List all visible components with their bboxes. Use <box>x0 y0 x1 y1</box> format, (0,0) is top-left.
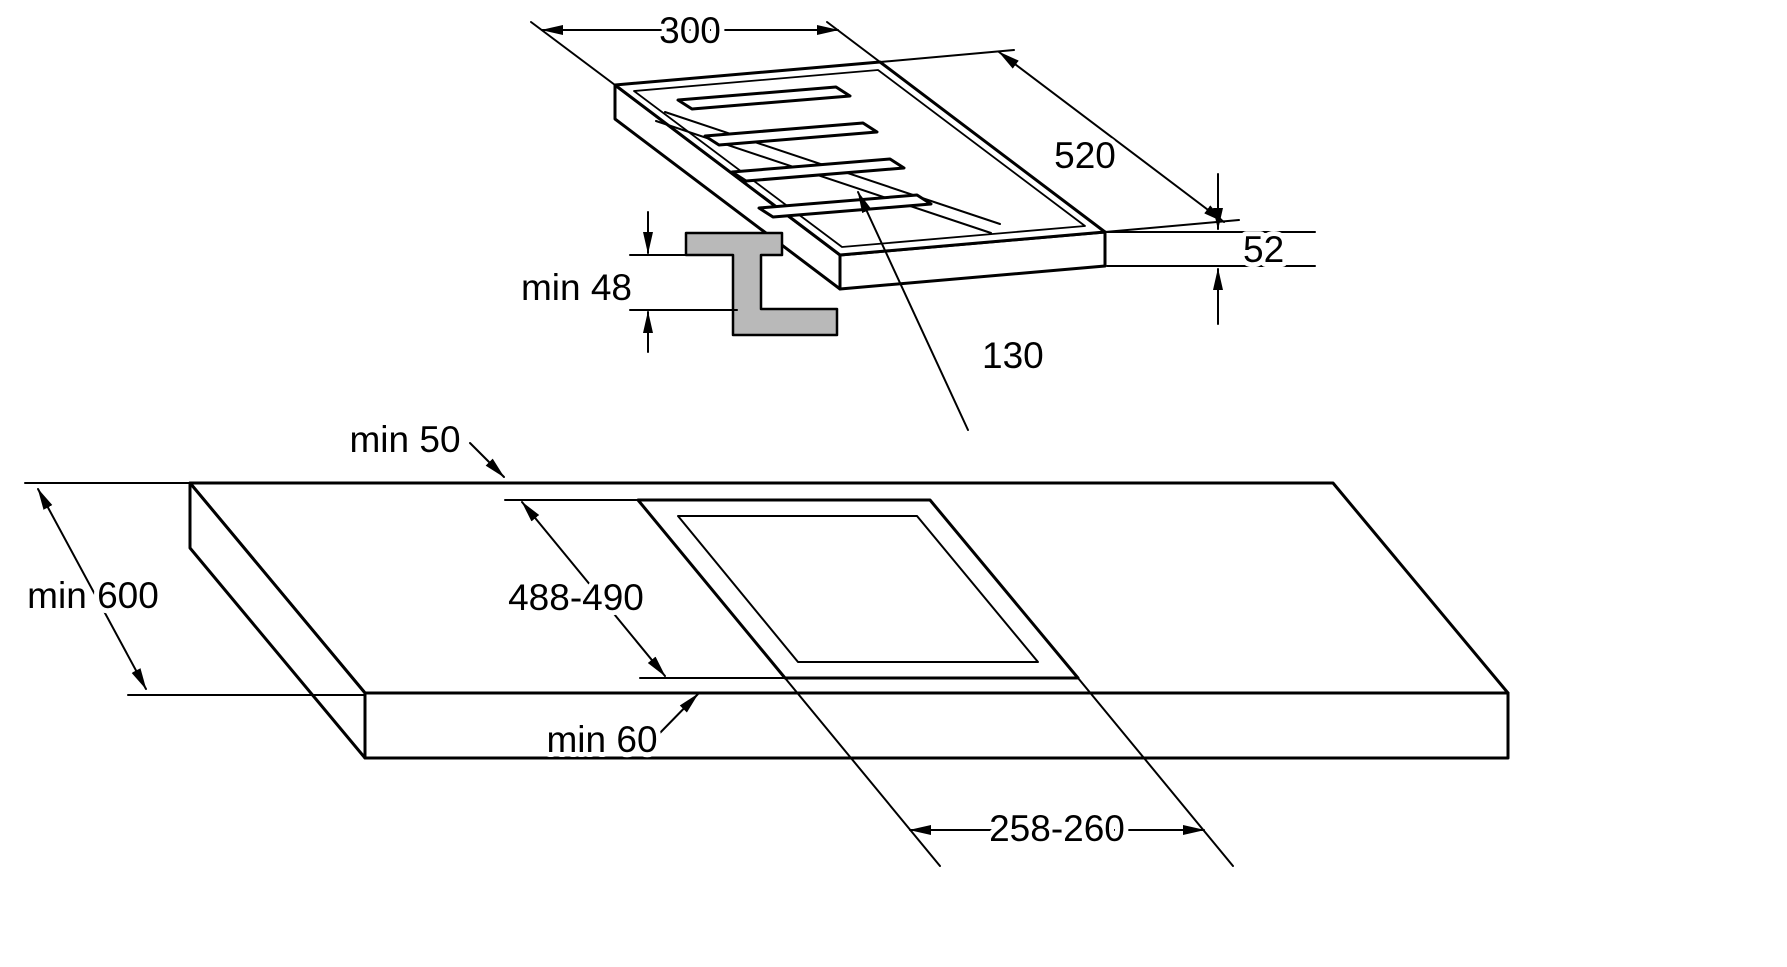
pan-support-finger-3 <box>730 157 906 183</box>
pan-support-finger-1 <box>676 85 852 111</box>
front-clearance-label: min 60 <box>546 719 657 760</box>
dimension-line <box>998 51 1225 223</box>
leader-line <box>469 442 505 478</box>
extension-line <box>530 21 616 86</box>
dimension-labels: 300 520 52 130 min 48 min 50 488-490 min… <box>22 5 1289 854</box>
dimension-burner-distance <box>857 191 969 431</box>
dimension-hob-width <box>530 21 881 86</box>
dimension-line <box>521 501 666 677</box>
pan-support-finger-2 <box>703 121 879 147</box>
dimension-worktop-depth <box>24 482 366 696</box>
cutout-inner-edge <box>677 515 1039 663</box>
dimension-cutout-depth <box>504 499 786 679</box>
extension-line <box>1077 677 1234 867</box>
burner-distance-label: 130 <box>982 335 1044 376</box>
extension-line <box>826 21 881 63</box>
hob-isometric-view <box>613 60 1107 337</box>
cutout-depth-label: 488-490 <box>508 577 644 618</box>
hob-depth-label: 520 <box>1054 135 1116 176</box>
dimension-worktop-thickness <box>629 211 738 353</box>
dimension-line <box>37 488 147 690</box>
hob-width-label: 300 <box>659 10 721 51</box>
leader-line <box>857 191 969 431</box>
worktop-depth-label: min 600 <box>27 575 159 616</box>
dimension-front-clearance <box>654 693 699 739</box>
mounting-bracket <box>684 231 839 337</box>
extension-line <box>879 49 1015 63</box>
hob-height-label: 52 <box>1243 229 1284 270</box>
dimension-cutout-width <box>784 677 1234 867</box>
cutout-width-label: 258-260 <box>989 808 1125 849</box>
worktop-isometric-view <box>188 481 1510 760</box>
rear-clearance-label: min 50 <box>349 419 460 460</box>
dimension-hob-height <box>1106 173 1316 325</box>
dimension-rear-clearance <box>469 442 505 478</box>
leader-line <box>654 693 699 739</box>
worktop-thickness-label: min 48 <box>521 267 632 308</box>
hob-glass-inner-edge <box>633 69 1086 248</box>
worktop-front-face <box>363 691 1510 760</box>
